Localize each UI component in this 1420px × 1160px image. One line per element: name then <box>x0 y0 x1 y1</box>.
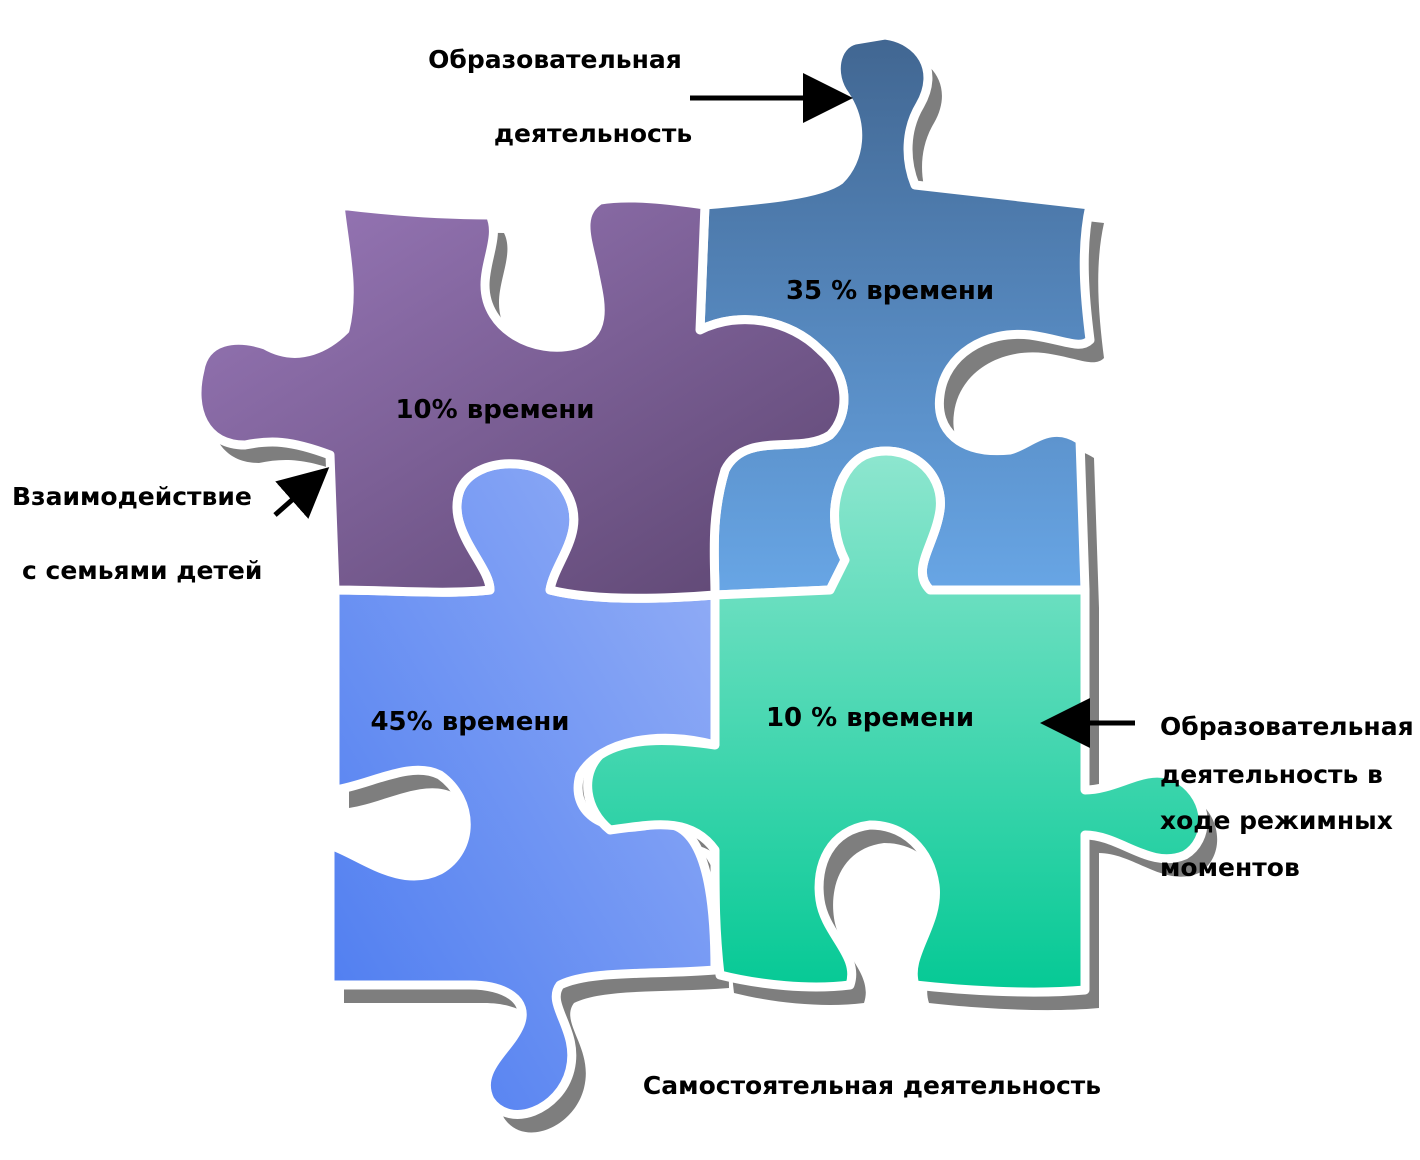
puzzle-piece-purple <box>192 193 849 603</box>
annotation-right-line4: моментов <box>1160 853 1300 882</box>
piece-label-dark-blue: 35 % времени <box>786 276 994 306</box>
piece-label-purple: 10% времени <box>395 395 594 425</box>
annotation-right-line3: ходе режимных <box>1160 806 1393 835</box>
annotation-left-line2: с семьями детей <box>22 556 262 585</box>
arrow-left <box>273 467 330 519</box>
piece-label-light-blue: 45% времени <box>370 707 569 737</box>
annotation-bottom: Самостоятельная деятельность <box>643 1071 1101 1100</box>
annotation-right-line2: деятельность в <box>1160 760 1383 789</box>
annotation-right-line1: Образовательная <box>1160 712 1414 741</box>
annotation-top-line2: деятельность <box>494 119 692 148</box>
puzzle-piece-green <box>583 446 1208 997</box>
piece-label-green: 10 % времени <box>766 703 974 733</box>
annotation-left-line1: Взаимодействие <box>12 482 252 511</box>
annotation-top-line1: Образовательная <box>428 45 682 74</box>
